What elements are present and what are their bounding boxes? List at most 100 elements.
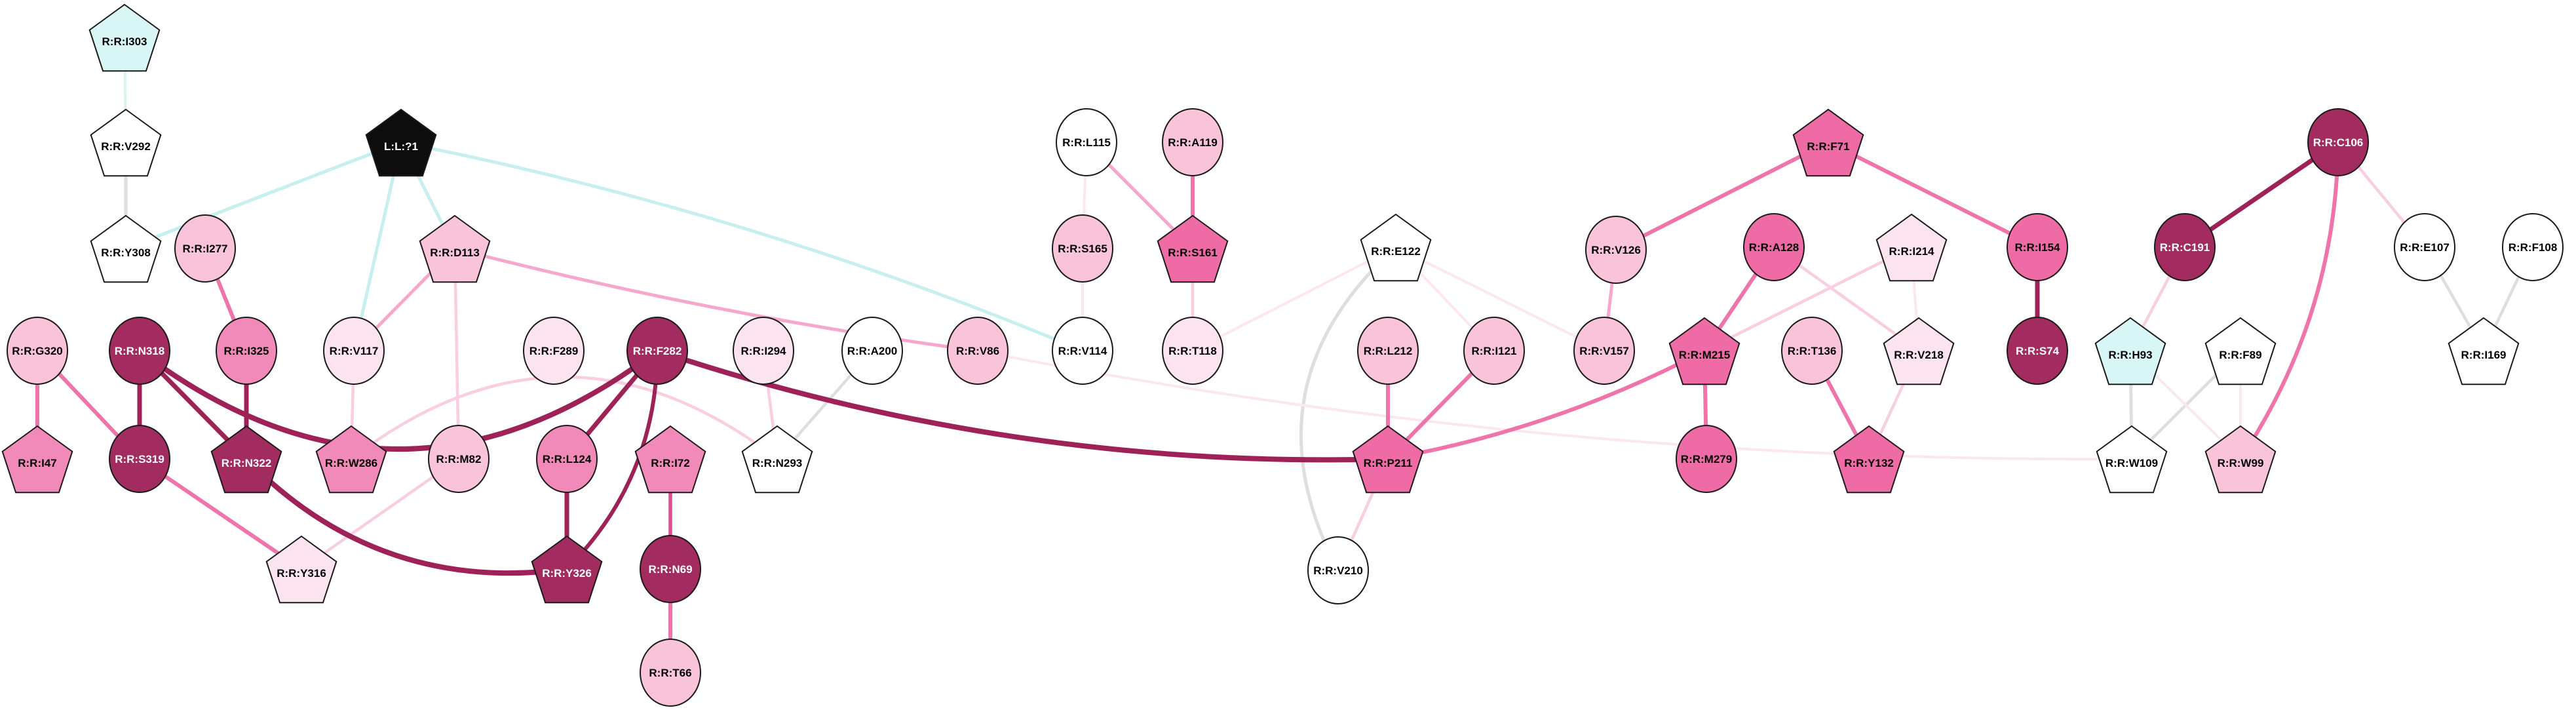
pentagon-node-icon[interactable] xyxy=(2204,317,2277,385)
node-R:R:S74[interactable]: R:R:S74 xyxy=(2007,317,2068,385)
circle-node-icon[interactable] xyxy=(1052,317,1113,385)
circle-node-icon[interactable] xyxy=(733,317,794,385)
circle-node-icon[interactable] xyxy=(1056,108,1117,176)
node-R:R:L212[interactable]: R:R:L212 xyxy=(1357,317,1419,385)
node-R:R:Y132[interactable]: R:R:Y132 xyxy=(1833,425,1905,494)
circle-node-icon[interactable] xyxy=(2007,213,2068,281)
node-R:R:N69[interactable]: R:R:N69 xyxy=(640,535,701,603)
pentagon-node-icon[interactable] xyxy=(88,3,161,72)
circle-node-icon[interactable] xyxy=(428,425,490,493)
node-R:R:N318[interactable]: R:R:N318 xyxy=(109,317,170,385)
node-R:R:Y308[interactable]: R:R:Y308 xyxy=(90,214,162,283)
pentagon-node-icon[interactable] xyxy=(1792,108,1864,177)
node-R:R:I303[interactable]: R:R:I303 xyxy=(88,3,161,72)
node-R:R:T136[interactable]: R:R:T136 xyxy=(1781,317,1843,385)
node-R:R:I169[interactable]: R:R:I169 xyxy=(2448,317,2520,385)
node-R:R:M82[interactable]: R:R:M82 xyxy=(428,425,490,493)
circle-node-icon[interactable] xyxy=(626,317,688,385)
node-R:R:N293[interactable]: R:R:N293 xyxy=(741,425,813,494)
circle-node-icon[interactable] xyxy=(1585,216,1647,284)
node-R:R:I325[interactable]: R:R:I325 xyxy=(216,317,277,385)
node-R:R:V86[interactable]: R:R:V86 xyxy=(947,317,1009,385)
node-R:R:I154[interactable]: R:R:I154 xyxy=(2007,213,2068,281)
circle-node-icon[interactable] xyxy=(2394,213,2455,281)
node-R:R:A119[interactable]: R:R:A119 xyxy=(1162,108,1223,176)
node-R:R:F289[interactable]: R:R:F289 xyxy=(523,317,585,385)
node-R:R:F108[interactable]: R:R:F108 xyxy=(2502,213,2564,281)
circle-node-icon[interactable] xyxy=(841,317,903,385)
pentagon-node-icon[interactable] xyxy=(90,108,162,177)
node-R:R:I214[interactable]: R:R:I214 xyxy=(1875,213,1948,282)
circle-node-icon[interactable] xyxy=(1357,317,1419,385)
node-R:R:I47[interactable]: R:R:I47 xyxy=(1,425,73,494)
circle-node-icon[interactable] xyxy=(1052,214,1113,283)
pentagon-node-icon[interactable] xyxy=(365,108,437,177)
node-R:R:M215[interactable]: R:R:M215 xyxy=(1668,317,1740,385)
circle-node-icon[interactable] xyxy=(2502,213,2564,281)
node-R:R:D113[interactable]: R:R:D113 xyxy=(419,214,491,283)
node-R:R:A128[interactable]: R:R:A128 xyxy=(1743,213,1805,281)
circle-node-icon[interactable] xyxy=(947,317,1009,385)
pentagon-node-icon[interactable] xyxy=(1,425,73,494)
pentagon-node-icon[interactable] xyxy=(2204,425,2277,494)
node-R:R:I277[interactable]: R:R:I277 xyxy=(174,214,236,283)
node-R:R:S165[interactable]: R:R:S165 xyxy=(1052,214,1113,283)
node-R:R:L115[interactable]: R:R:L115 xyxy=(1056,108,1117,176)
node-R:R:T118[interactable]: R:R:T118 xyxy=(1162,317,1223,385)
pentagon-node-icon[interactable] xyxy=(2094,317,2166,385)
node-R:R:V126[interactable]: R:R:V126 xyxy=(1585,216,1647,284)
circle-node-icon[interactable] xyxy=(2154,213,2216,281)
circle-node-icon[interactable] xyxy=(1743,213,1805,281)
pentagon-node-icon[interactable] xyxy=(2448,317,2520,385)
pentagon-node-icon[interactable] xyxy=(1352,425,1424,494)
pentagon-node-icon[interactable] xyxy=(531,535,603,604)
node-R:R:W286[interactable]: R:R:W286 xyxy=(315,425,387,494)
node-R:R:V218[interactable]: R:R:V218 xyxy=(1883,317,1955,385)
node-R:R:I294[interactable]: R:R:I294 xyxy=(733,317,794,385)
node-R:R:I121[interactable]: R:R:I121 xyxy=(1463,317,1525,385)
pentagon-node-icon[interactable] xyxy=(1668,317,1740,385)
node-L:L:?1[interactable]: L:L:?1 xyxy=(365,108,437,177)
node-R:R:E107[interactable]: R:R:E107 xyxy=(2394,213,2455,281)
node-R:R:L124[interactable]: R:R:L124 xyxy=(536,425,598,493)
node-R:R:H93[interactable]: R:R:H93 xyxy=(2094,317,2166,385)
node-R:R:G320[interactable]: R:R:G320 xyxy=(7,317,68,385)
circle-node-icon[interactable] xyxy=(216,317,277,385)
circle-node-icon[interactable] xyxy=(1162,317,1223,385)
circle-node-icon[interactable] xyxy=(1676,425,1737,493)
node-R:R:A200[interactable]: R:R:A200 xyxy=(841,317,903,385)
node-R:R:S319[interactable]: R:R:S319 xyxy=(109,425,170,493)
pentagon-node-icon[interactable] xyxy=(210,425,282,494)
pentagon-node-icon[interactable] xyxy=(2096,425,2168,494)
circle-node-icon[interactable] xyxy=(174,214,236,283)
circle-node-icon[interactable] xyxy=(1573,317,1635,385)
circle-node-icon[interactable] xyxy=(640,535,701,603)
node-R:R:C106[interactable]: R:R:C106 xyxy=(2307,108,2369,176)
circle-node-icon[interactable] xyxy=(640,639,701,707)
node-R:R:C191[interactable]: R:R:C191 xyxy=(2154,213,2216,281)
circle-node-icon[interactable] xyxy=(323,317,385,385)
node-R:R:T66[interactable]: R:R:T66 xyxy=(640,639,701,707)
node-R:R:F89[interactable]: R:R:F89 xyxy=(2204,317,2277,385)
node-R:R:V292[interactable]: R:R:V292 xyxy=(90,108,162,177)
pentagon-node-icon[interactable] xyxy=(315,425,387,494)
node-R:R:V117[interactable]: R:R:V117 xyxy=(323,317,385,385)
node-R:R:E122[interactable]: R:R:E122 xyxy=(1360,213,1432,282)
pentagon-node-icon[interactable] xyxy=(1833,425,1905,494)
circle-node-icon[interactable] xyxy=(1781,317,1843,385)
circle-node-icon[interactable] xyxy=(109,317,170,385)
node-R:R:F282[interactable]: R:R:F282 xyxy=(626,317,688,385)
circle-node-icon[interactable] xyxy=(2307,108,2369,176)
node-R:R:Y326[interactable]: R:R:Y326 xyxy=(531,535,603,604)
pentagon-node-icon[interactable] xyxy=(1157,214,1229,283)
node-R:R:V210[interactable]: R:R:V210 xyxy=(1307,536,1369,604)
pentagon-node-icon[interactable] xyxy=(634,425,706,494)
node-R:R:F71[interactable]: R:R:F71 xyxy=(1792,108,1864,177)
pentagon-node-icon[interactable] xyxy=(741,425,813,494)
circle-node-icon[interactable] xyxy=(7,317,68,385)
pentagon-node-icon[interactable] xyxy=(1875,213,1948,282)
pentagon-node-icon[interactable] xyxy=(419,214,491,283)
circle-node-icon[interactable] xyxy=(536,425,598,493)
circle-node-icon[interactable] xyxy=(523,317,585,385)
node-R:R:V114[interactable]: R:R:V114 xyxy=(1052,317,1113,385)
